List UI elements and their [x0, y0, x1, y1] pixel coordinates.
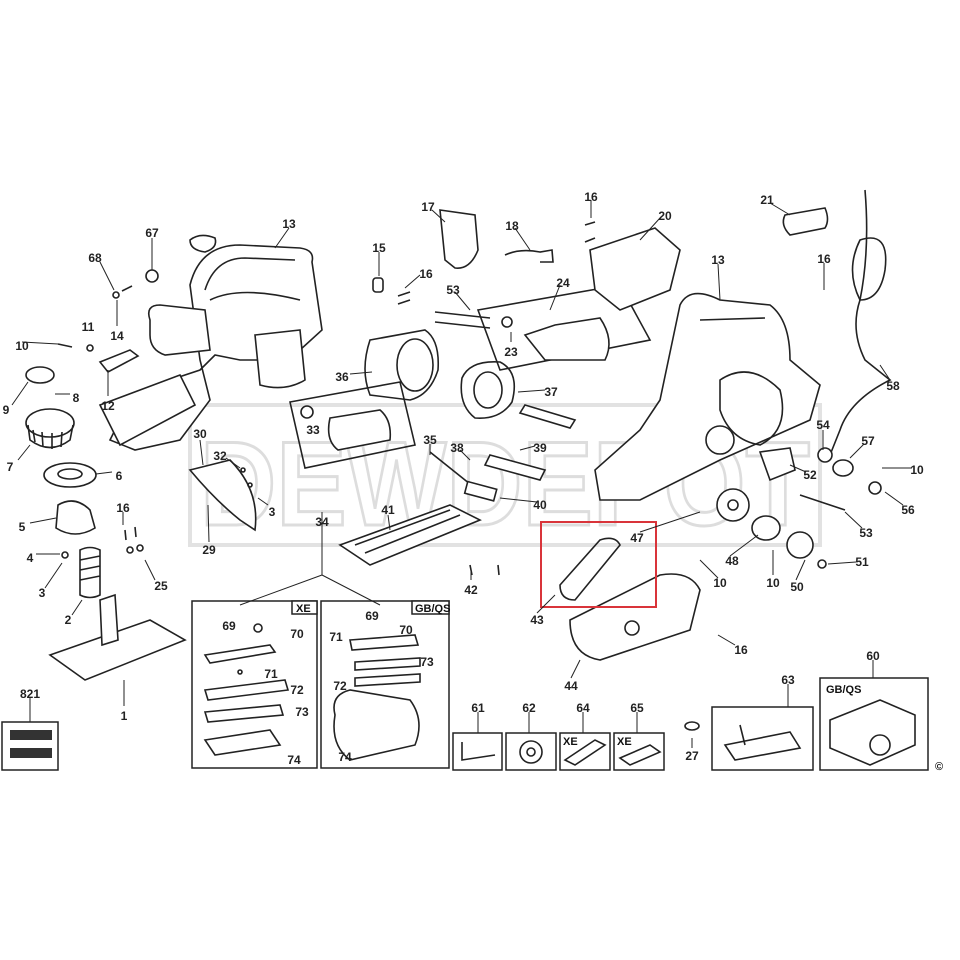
- callout: 11: [82, 320, 95, 334]
- callout: 3: [39, 586, 46, 600]
- callout: 74: [287, 753, 301, 767]
- callout: 47: [630, 531, 644, 545]
- callout: 70: [399, 623, 413, 637]
- callout: 16: [419, 267, 433, 281]
- callout: 16: [734, 643, 748, 657]
- callout: 73: [420, 655, 434, 669]
- callout: 53: [859, 526, 873, 540]
- callout: 43: [530, 613, 544, 627]
- callout: 56: [901, 503, 915, 517]
- callout: 14: [110, 329, 124, 343]
- callout: 16: [116, 501, 130, 515]
- callout: 18: [505, 219, 519, 233]
- callout: 39: [533, 441, 547, 455]
- planer-housing-left: [98, 234, 323, 451]
- callout: 73: [295, 705, 309, 719]
- callout: 58: [886, 379, 900, 393]
- kit-box-gbqs: GB/QS: [320, 600, 450, 769]
- callout: 74: [338, 750, 352, 764]
- callout: 12: [101, 399, 115, 413]
- callout: 29: [202, 543, 216, 557]
- callout: 821: [20, 687, 40, 701]
- callout: 50: [790, 580, 804, 594]
- callout: 67: [145, 226, 159, 240]
- callout: 33: [306, 423, 320, 437]
- callout: 37: [544, 385, 558, 399]
- center-parts: [289, 209, 681, 576]
- callout: 38: [450, 441, 464, 455]
- left-small-parts: [25, 269, 257, 681]
- callout: 30: [193, 427, 207, 441]
- kit-box-xe: XE: [191, 600, 318, 769]
- callout: 42: [464, 583, 478, 597]
- callout: 68: [88, 251, 102, 265]
- planer-housing-right: [559, 189, 892, 661]
- box-65-tag: XE: [617, 736, 632, 748]
- callout: 71: [329, 630, 343, 644]
- callout: 9: [3, 403, 10, 417]
- callout: 48: [725, 554, 739, 568]
- callout: 2: [65, 613, 72, 627]
- callout: 72: [333, 679, 347, 693]
- callout: 54: [816, 418, 830, 432]
- callout: 17: [421, 200, 435, 214]
- callout: 69: [222, 619, 236, 633]
- callout: 7: [7, 460, 14, 474]
- callout: 72: [290, 683, 304, 697]
- callout: 15: [372, 241, 386, 255]
- callout: 8: [73, 391, 80, 405]
- callout: 13: [282, 217, 296, 231]
- callout: 36: [335, 370, 349, 384]
- highlight-box-part-43: [540, 521, 657, 608]
- accessory-boxes: XE XE GB/QS ©: [1, 677, 943, 773]
- callout: 40: [533, 498, 547, 512]
- callout: 53: [446, 283, 460, 297]
- callout: 10: [713, 576, 727, 590]
- copyright-mark: ©: [935, 761, 943, 773]
- callout-labels: 13 67 68 14 11 10 12 9 8 7 6 5 16 4 3 2 …: [3, 190, 924, 767]
- callout: 34: [315, 515, 329, 529]
- callout: 24: [556, 276, 570, 290]
- callout: 5: [19, 520, 26, 534]
- callout: 21: [760, 193, 774, 207]
- callout: 69: [365, 609, 379, 623]
- kit-xe-tag: XE: [296, 603, 311, 615]
- callout: 27: [685, 749, 699, 763]
- leader-lines: [11, 200, 912, 748]
- callout: 44: [564, 679, 578, 693]
- callout: 71: [264, 667, 278, 681]
- callout: 60: [866, 649, 880, 663]
- callout: 4: [27, 551, 34, 565]
- kit-gbqs-tag: GB/QS: [415, 603, 450, 615]
- box-64-tag: XE: [563, 736, 578, 748]
- callout: 51: [855, 555, 869, 569]
- box-60-tag: GB/QS: [826, 684, 861, 696]
- callout: 65: [630, 701, 644, 715]
- callout: 35: [423, 433, 437, 447]
- callout: 20: [658, 209, 672, 223]
- callout: 1: [121, 709, 128, 723]
- callout: 32: [213, 449, 227, 463]
- callout: 23: [504, 345, 518, 359]
- callout: 70: [290, 627, 304, 641]
- callout: 64: [576, 701, 590, 715]
- callout: 13: [711, 253, 725, 267]
- callout: 41: [381, 503, 395, 517]
- callout: 3: [269, 505, 276, 519]
- callout: 16: [817, 252, 831, 266]
- callout: 16: [584, 190, 598, 204]
- callout: 6: [116, 469, 123, 483]
- callout: 63: [781, 673, 795, 687]
- callout: 61: [471, 701, 485, 715]
- callout: 10: [910, 463, 924, 477]
- callout: 57: [861, 434, 875, 448]
- callout: 10: [766, 576, 780, 590]
- callout: 52: [803, 468, 817, 482]
- callout: 25: [154, 579, 168, 593]
- callout: 62: [522, 701, 536, 715]
- callout: 10: [15, 339, 29, 353]
